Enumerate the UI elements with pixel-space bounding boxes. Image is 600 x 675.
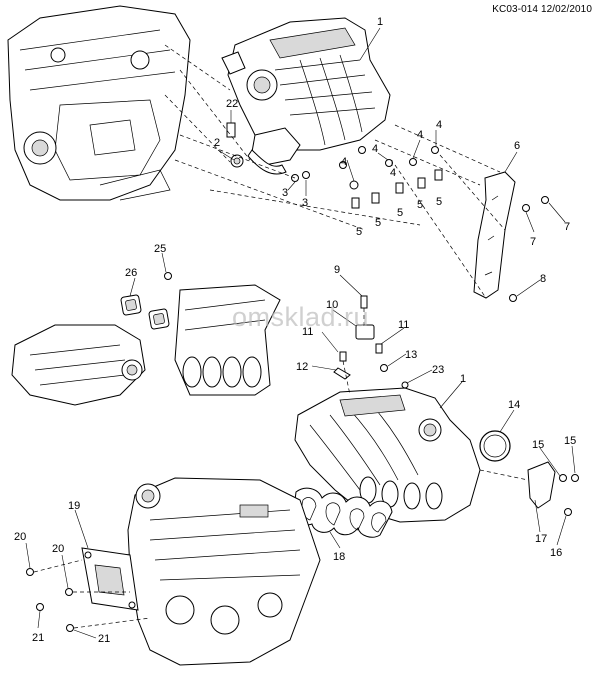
- watermark: omsklad.ru: [232, 302, 370, 332]
- callout-7: 7: [564, 221, 570, 233]
- intake-manifold-front-view: [11, 324, 146, 406]
- callout-12: 12: [296, 361, 308, 373]
- bracket-17: [479, 461, 579, 516]
- assembly-lines-top: [164, 44, 506, 299]
- callout-25: 25: [154, 243, 166, 255]
- callout-5: 5: [417, 199, 423, 211]
- callout-4: 4: [372, 143, 378, 155]
- bracket-6: [473, 171, 549, 302]
- callout-2: 2: [214, 137, 220, 149]
- callout-labels: 1 2 22 3 3 4 4 4 4 4 5 5 5 5 5 6 7 7 8 2…: [14, 16, 576, 645]
- leader-lines: [25, 27, 576, 639]
- callout-23: 23: [432, 364, 444, 376]
- callout-21: 21: [32, 632, 44, 644]
- seal-ring-14: [479, 430, 511, 462]
- callout-19: 19: [68, 500, 80, 512]
- drawing-code: KC03-014 12/02/2010: [492, 4, 592, 15]
- callout-9: 9: [334, 264, 340, 276]
- intake-manifold-main: [294, 387, 481, 523]
- sensor-cluster: [333, 295, 409, 396]
- callout-20: 20: [14, 531, 26, 543]
- callout-4: 4: [436, 119, 442, 131]
- callout-1: 1: [460, 373, 466, 385]
- callout-15: 15: [564, 435, 576, 447]
- callout-1: 1: [377, 16, 383, 28]
- callout-6: 6: [514, 140, 520, 152]
- callout-10: 10: [326, 299, 338, 311]
- stud-22: [226, 122, 236, 138]
- throttle-gaskets-26: [120, 272, 172, 330]
- callout-14: 14: [508, 399, 520, 411]
- callout-20: 20: [52, 543, 64, 555]
- callout-26: 26: [125, 267, 137, 279]
- callout-22: 22: [226, 98, 238, 110]
- exhaust-gasket-19: [81, 547, 139, 611]
- intake-runners-rear-view: [174, 284, 281, 396]
- callout-13: 13: [405, 349, 417, 361]
- callout-4: 4: [390, 167, 396, 179]
- callout-21: 21: [98, 633, 110, 645]
- callout-11: 11: [398, 319, 409, 331]
- hose-2: [247, 149, 287, 175]
- fasteners-bottom-left: [26, 559, 151, 632]
- callout-7: 7: [530, 236, 536, 248]
- callout-5: 5: [436, 196, 442, 208]
- callout-18: 18: [333, 551, 345, 563]
- callout-5: 5: [397, 207, 403, 219]
- callout-3: 3: [302, 197, 308, 209]
- callout-4: 4: [341, 156, 347, 168]
- callout-3: 3: [282, 187, 288, 199]
- engine-block-bottom: [127, 477, 321, 666]
- callout-4: 4: [417, 129, 423, 141]
- callout-15: 15: [532, 439, 544, 451]
- callout-5: 5: [356, 226, 362, 238]
- manifold-gasket-18: [294, 487, 393, 538]
- callout-11: 11: [302, 326, 313, 338]
- callout-8: 8: [540, 273, 546, 285]
- callout-17: 17: [535, 533, 547, 545]
- callout-16: 16: [550, 547, 562, 559]
- engine-block-top: [7, 5, 191, 201]
- intake-manifold-top: [221, 17, 391, 166]
- callout-5: 5: [375, 217, 381, 229]
